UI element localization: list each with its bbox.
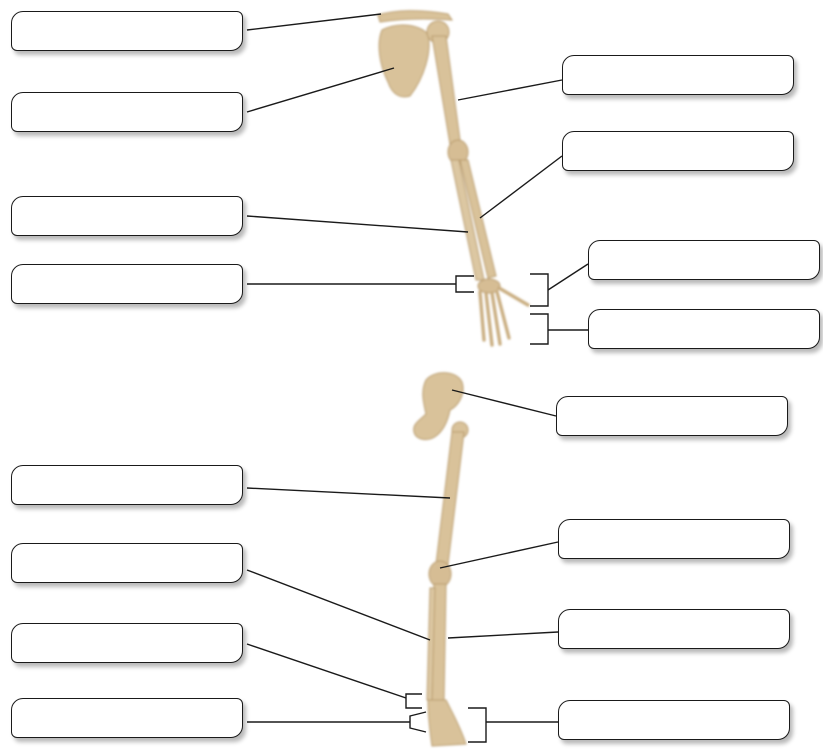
label-box-lower-7[interactable]: [11, 698, 243, 738]
humerus-bone: [431, 35, 461, 145]
leader-line-u1: [246, 13, 382, 31]
label-box-upper-4[interactable]: [11, 264, 243, 304]
upper-limb-skeleton: [377, 10, 530, 347]
label-box-upper-3[interactable]: [11, 196, 243, 236]
leader-line-u5: [457, 79, 563, 101]
leader-line-u3: [246, 215, 469, 233]
leader-line-l2: [246, 487, 451, 499]
label-box-lower-1[interactable]: [556, 396, 788, 436]
leader-line-l4: [246, 569, 431, 641]
lower-limb-skeleton: [413, 372, 469, 747]
label-box-lower-4[interactable]: [11, 543, 243, 583]
radius-bone: [459, 159, 497, 279]
foot-bones: [427, 699, 467, 747]
leader-line-l5: [447, 631, 559, 639]
label-box-upper-6[interactable]: [562, 131, 794, 171]
bracket-l6: [405, 693, 422, 709]
scapula-bone: [378, 24, 430, 98]
label-box-lower-8[interactable]: [558, 700, 790, 740]
label-box-lower-2[interactable]: [11, 465, 243, 505]
label-box-upper-8[interactable]: [588, 309, 820, 349]
clavicle-bone: [377, 10, 453, 23]
label-box-upper-2[interactable]: [11, 92, 243, 132]
bracket-u7: [530, 273, 549, 307]
bracket-l7: [409, 711, 427, 733]
leader-line-u2: [246, 67, 395, 113]
leader-lines: [246, 13, 589, 743]
leader-line-l1: [451, 389, 557, 417]
hand-bones: [478, 286, 530, 347]
leader-line-l6: [246, 643, 407, 699]
leader-line-u6: [479, 155, 563, 219]
bracket-u4: [455, 275, 474, 293]
leader-line-u7: [547, 263, 589, 291]
bracket-u8: [530, 313, 549, 345]
knee-joint: [428, 560, 452, 588]
label-box-lower-3[interactable]: [558, 519, 790, 559]
bracket-l8: [468, 707, 487, 743]
carpal-bones: [477, 278, 501, 294]
label-box-lower-6[interactable]: [11, 623, 243, 663]
label-box-lower-5[interactable]: [558, 609, 790, 649]
hip-bone: [413, 372, 464, 440]
label-box-upper-1[interactable]: [11, 11, 243, 51]
label-box-upper-5[interactable]: [562, 55, 794, 95]
leader-line-l3: [439, 541, 559, 569]
label-box-upper-7[interactable]: [588, 240, 820, 280]
